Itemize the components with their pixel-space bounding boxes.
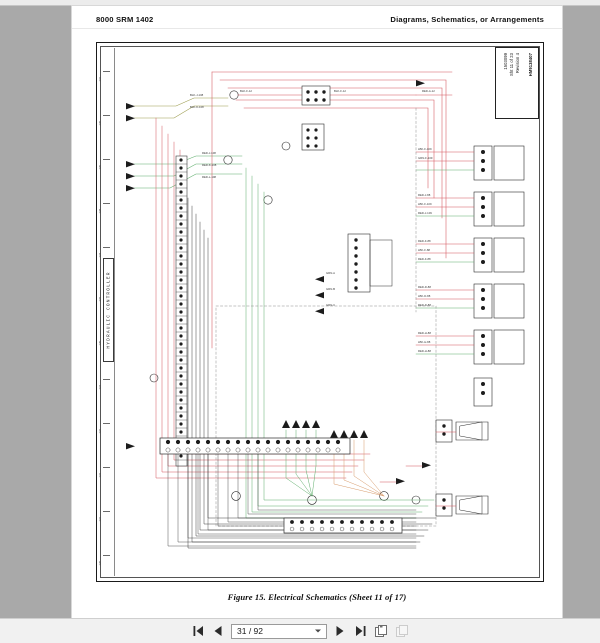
hydraulic-controller-label: HYDRAULIC CONTROLLER	[103, 258, 114, 362]
schematic-drawing: BLK-F-12 BLK-F-12 RED-A-12 LBK-F-109 GRN…	[116, 48, 538, 576]
ruler-mark: 121	[98, 517, 102, 522]
header-divider	[72, 28, 562, 29]
first-page-button[interactable]	[191, 623, 205, 639]
schematic-svg: BLK-F-12 BLK-F-12 RED-A-12 LBK-F-109 GRN…	[126, 71, 525, 549]
ruler-mark: 128	[98, 209, 102, 214]
svg-text:BLK-F-12: BLK-F-12	[334, 89, 346, 93]
document-page: 8000 SRM 1402 Diagrams, Schematics, or A…	[72, 6, 562, 618]
svg-text:BLK-F-12: BLK-F-12	[240, 89, 252, 93]
svg-text:RED-K-108: RED-K-108	[202, 163, 217, 167]
ruler-mark: 125	[98, 341, 102, 346]
next-page-icon	[336, 626, 344, 636]
hydraulic-controller-text: HYDRAULIC CONTROLLER	[106, 271, 111, 349]
svg-text:RED-F-88: RED-F-88	[418, 257, 431, 261]
page-header-right: Diagrams, Schematics, or Arrangements	[390, 15, 544, 24]
svg-text:BLK-K-108: BLK-K-108	[190, 105, 204, 109]
ruler-mark: 124	[98, 385, 102, 390]
document-open-icon	[374, 625, 387, 637]
first-page-icon	[193, 626, 203, 636]
svg-text:RED-D-88: RED-D-88	[418, 285, 431, 289]
svg-text:RED-H-88: RED-H-88	[418, 349, 431, 353]
svg-text:LBK-H-88: LBK-H-88	[418, 340, 431, 344]
copy-document-button[interactable]	[394, 623, 409, 639]
pdf-navigation-toolbar	[0, 618, 600, 643]
ruler-mark: 123	[98, 429, 102, 434]
pdf-viewer-canvas[interactable]: 8000 SRM 1402 Diagrams, Schematics, or A…	[0, 0, 600, 618]
document-copy-icon	[395, 625, 408, 637]
drawing-title-block: 1503099 Sht 11 of 23 Revision 4 HM913840…	[495, 47, 539, 119]
svg-text:LBK-F-88: LBK-F-88	[418, 248, 430, 252]
ruler-mark: 120	[98, 561, 102, 566]
svg-text:GRN-B: GRN-B	[326, 287, 335, 291]
ruler-mark: 131	[98, 77, 102, 82]
next-page-button[interactable]	[333, 623, 347, 639]
ruler-mark: 126	[98, 297, 102, 302]
svg-text:RED-J-108: RED-J-108	[202, 151, 216, 155]
svg-text:RED-H-88: RED-H-88	[418, 331, 431, 335]
schematic-inner-border	[100, 46, 540, 578]
sheet-ruler	[102, 48, 115, 576]
svg-text:GRN-C: GRN-C	[326, 303, 335, 307]
last-page-icon	[355, 626, 365, 636]
sheet-number: Sht 11 of 23	[509, 53, 514, 76]
previous-page-icon	[214, 626, 222, 636]
svg-text:LBK-F-109: LBK-F-109	[418, 202, 432, 206]
ruler-mark: 127	[98, 253, 102, 258]
last-page-button[interactable]	[353, 623, 367, 639]
ruler-mark: 122	[98, 473, 102, 478]
page-header-left: 8000 SRM 1402	[96, 15, 154, 24]
svg-text:LBK-F-109: LBK-F-109	[418, 147, 432, 151]
open-document-button[interactable]	[373, 623, 388, 639]
svg-text:RED-L-108: RED-L-108	[202, 175, 216, 179]
svg-text:RED-J-88: RED-J-88	[418, 193, 431, 197]
svg-text:GRN-F-109: GRN-F-109	[418, 156, 433, 160]
ruler-mark: 129	[98, 165, 102, 170]
schematic-sheet: BLK-F-12 BLK-F-12 RED-A-12 LBK-F-109 GRN…	[96, 42, 544, 582]
viewer-top-edge	[0, 0, 600, 6]
figure-caption: Figure 15. Electrical Schematics (Sheet …	[227, 592, 407, 602]
svg-text:LBK-D-88: LBK-D-88	[418, 294, 431, 298]
page-number-input[interactable]	[232, 624, 306, 638]
drawing-number: 1503099	[503, 53, 508, 70]
previous-page-button[interactable]	[211, 623, 225, 639]
chevron-down-icon[interactable]	[315, 629, 321, 633]
svg-text:GRN-A: GRN-A	[326, 271, 335, 275]
svg-text:BLK-J-108: BLK-J-108	[190, 93, 204, 97]
part-number: HM9138407	[528, 53, 533, 77]
svg-text:RED-J-109: RED-J-109	[418, 211, 432, 215]
revision-number: Revision 4	[515, 53, 520, 74]
svg-text:RED-D-88: RED-D-88	[418, 303, 431, 307]
ruler-mark: 130	[98, 121, 102, 126]
page-number-combobox[interactable]	[231, 623, 327, 639]
svg-text:RED-F-88: RED-F-88	[418, 239, 431, 243]
svg-text:RED-A-12: RED-A-12	[422, 89, 435, 93]
